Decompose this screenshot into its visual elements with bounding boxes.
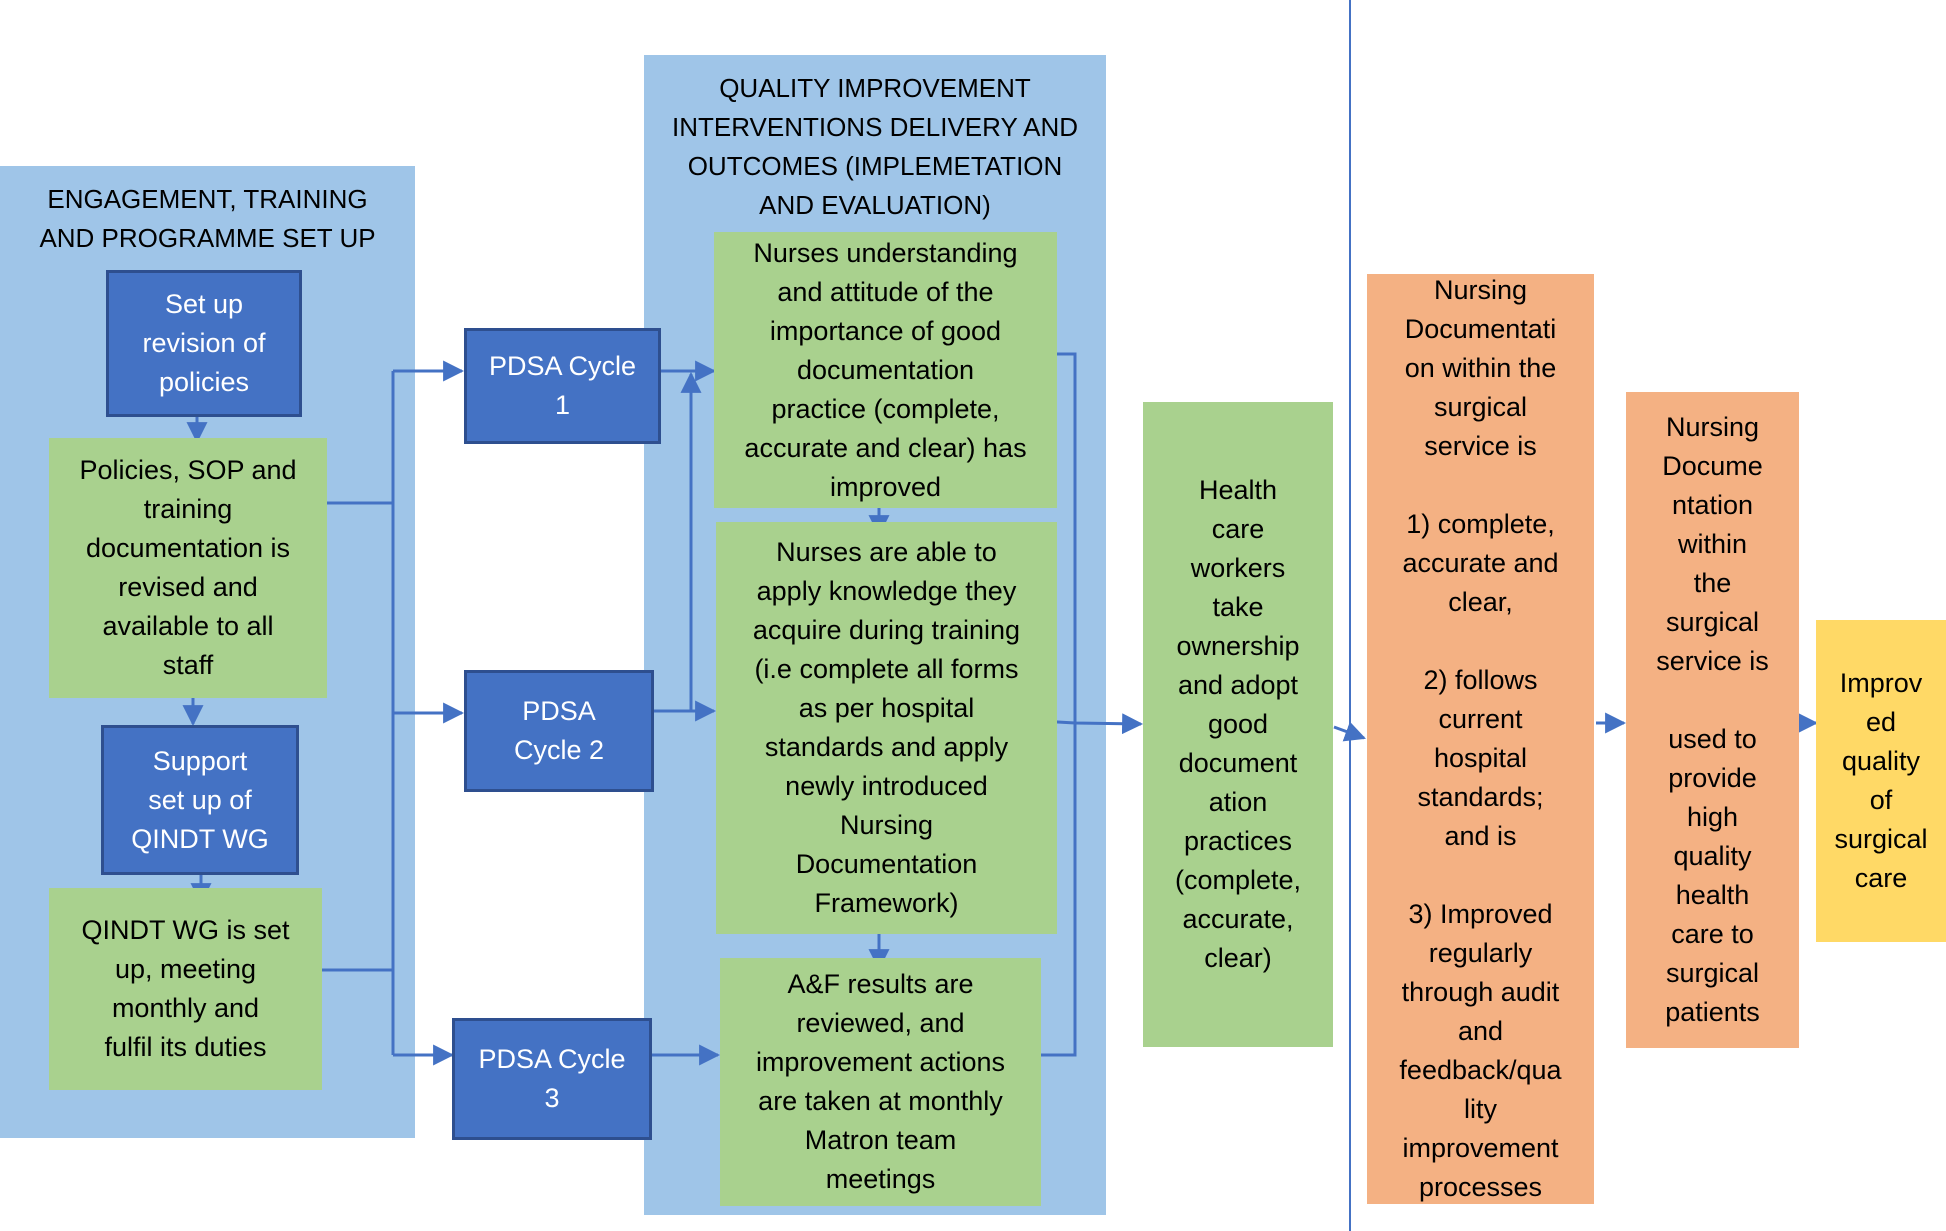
nursing-documentation-box: Nursing Documentati on within the surgic… [1367, 274, 1594, 1204]
engagement-panel-title: ENGAGEMENT, TRAINING AND PROGRAMME SET U… [39, 184, 376, 253]
pdsa-cycle-1-box: PDSA Cycle 1 [464, 328, 661, 444]
support-qindt-box: Support set up of QINDT WG [101, 725, 299, 875]
improved-quality-box: Improv ed quality of surgical care [1816, 620, 1946, 942]
arrow-health-to-nursing-doc [1333, 721, 1366, 742]
interventions-panel-title: QUALITY IMPROVEMENT INTERVENTIONS DELIVE… [671, 73, 1078, 220]
af-results-box: A&F results are reviewed, and improvemen… [720, 958, 1041, 1206]
pdsa-cycle-3-box: PDSA Cycle 3 [452, 1018, 652, 1140]
nurses-apply-box: Nurses are able to apply knowledge they … [716, 522, 1057, 934]
setup-policies-box: Set up revision of policies [106, 270, 302, 417]
policies-revised-box: Policies, SOP and training documentation… [49, 438, 327, 698]
health-care-workers-box: Health care workers take ownership and a… [1143, 402, 1333, 1047]
nursing-documentation-used-box: Nursing Docume ntation within the surgic… [1626, 392, 1799, 1048]
qindt-setup-box: QINDT WG is set up, meeting monthly and … [49, 888, 322, 1090]
pdsa-cycle-2-box: PDSA Cycle 2 [464, 670, 654, 792]
nurses-understanding-box: Nurses understanding and attitude of the… [714, 232, 1057, 508]
